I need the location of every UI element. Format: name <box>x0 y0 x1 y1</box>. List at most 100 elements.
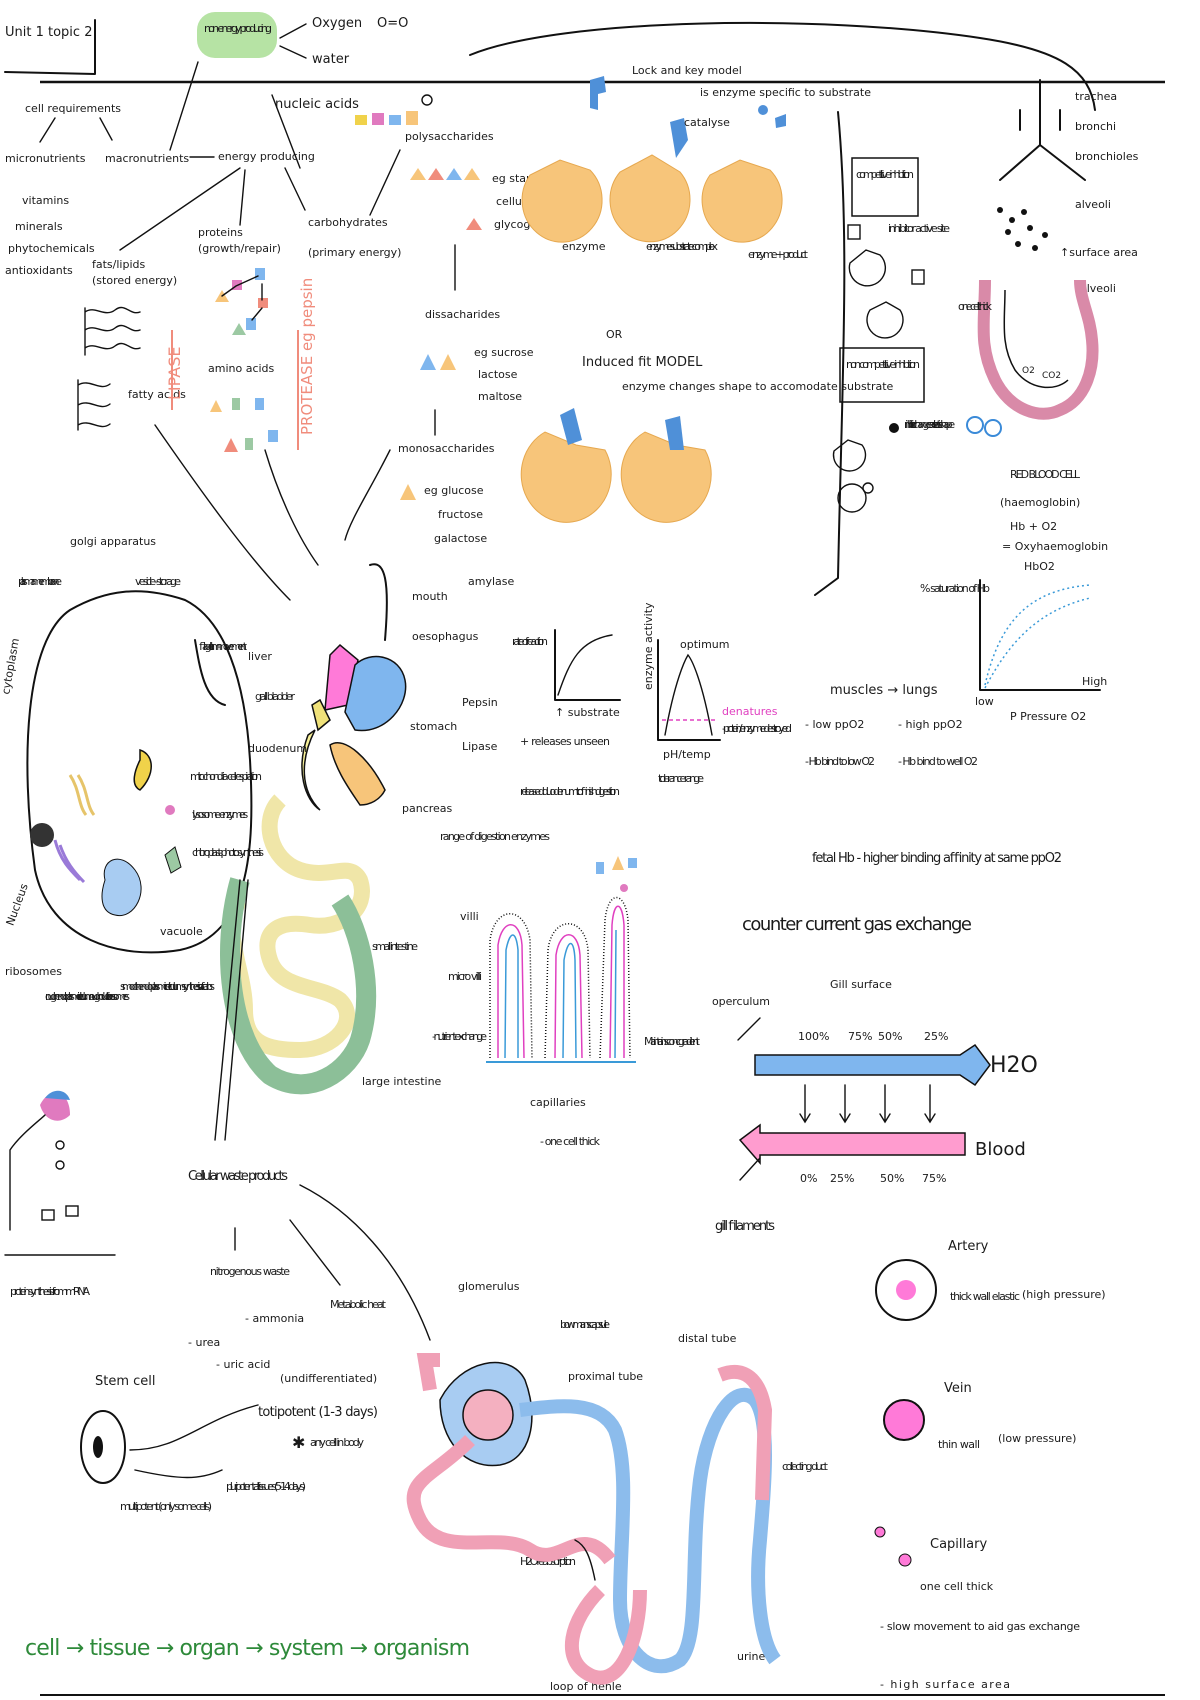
urea-label: - urea <box>188 1336 220 1349</box>
gall-bladder-label: gall bladder <box>255 690 295 703</box>
distal-vessel-pink <box>717 1364 773 1501</box>
carbs-label: carbohydrates <box>308 216 388 229</box>
mitochondria-label: mitochondria - cell respiration <box>190 770 262 783</box>
monosaccharides-label: monosaccharides <box>398 442 495 455</box>
waste-section: Cellular waste products nitrogenous wast… <box>188 1169 431 1371</box>
mouth-outline <box>369 563 388 641</box>
competitive-box <box>851 157 919 217</box>
waste-to-kidney-arrow <box>299 1184 431 1341</box>
activity-axis-label: enzyme activity <box>642 602 655 690</box>
rate-curve <box>557 634 613 696</box>
di-example: maltose <box>478 390 522 403</box>
blood-pct: 75% <box>922 1172 946 1185</box>
totipotent-label: totipotent (1-3 days) <box>258 1405 378 1420</box>
title-box <box>4 19 96 75</box>
large-intestine-label: large intestine <box>362 1075 442 1088</box>
di-example: lactose <box>478 368 518 381</box>
vein-pressure: (low pressure) <box>998 1432 1076 1445</box>
multipotent-label: multipotent (only some cells) <box>120 1500 212 1513</box>
muscle-point: - low ppO2 <box>805 718 864 731</box>
diffusion-arrows <box>799 1084 936 1124</box>
duodenum-label: duodenum <box>248 742 307 755</box>
ammonia-label: - ammonia <box>245 1312 304 1325</box>
optimum-label: optimum <box>680 638 729 651</box>
artery-label: Artery <box>948 1239 989 1254</box>
h2o-arrow <box>574 1539 596 1581</box>
water-pct: 50% <box>878 1030 902 1043</box>
unit-title: Unit 1 topic 2 <box>5 25 92 40</box>
amino-acids-label: amino acids <box>208 362 275 375</box>
stem-section: Stem cell (undifferentiated) totipotent … <box>80 1372 378 1513</box>
vesicle-label: vesicle - storage <box>135 575 181 588</box>
trachea-tree <box>999 79 1086 181</box>
polysaccharides-label: polysaccharides <box>405 130 494 143</box>
oxy-label: = Oxyhaemoglobin <box>1002 540 1108 553</box>
villi-section: villi micro villi - nutrient exchange ca… <box>432 856 701 1148</box>
activity-axes <box>657 639 721 741</box>
gill-filaments-label: gill filaments <box>715 1219 775 1234</box>
denatures-note: - protein/enzyme destroyed <box>722 722 792 735</box>
es-complex-label: enzyme substrate complex <box>646 240 718 253</box>
vacuole-label: vacuole <box>160 925 203 938</box>
chloroplast-label: chloroplast - photosynthesis <box>192 846 264 859</box>
nucleus-icon <box>30 823 54 847</box>
uric-acid-label: - uric acid <box>216 1358 270 1371</box>
catalyse-label: catalyse <box>684 116 730 129</box>
mono-example: galactose <box>434 532 487 545</box>
transport-section: muscles → lungs - low ppO2 - Hb bind to … <box>805 683 1062 866</box>
nucleus-label: Nucleus <box>4 882 31 928</box>
digestive-section: mouth amylase oesophagus liver gall blad… <box>214 563 620 1141</box>
stomach-icon <box>344 655 407 732</box>
lock-key-title: Lock and key model <box>632 64 742 77</box>
pancreas-icon <box>329 742 386 806</box>
ph-temp-label: pH/temp <box>663 748 711 761</box>
tolerance-label: tolerance range <box>658 772 704 785</box>
artery-pressure: (high pressure) <box>1022 1288 1106 1301</box>
muscles-lungs-label: muscles → lungs <box>830 683 938 698</box>
fats-label: fats/lipids <box>92 258 145 271</box>
respiratory-section: trachea bronchi bronchioles alveoli ↑sur… <box>920 79 1139 723</box>
disaccharides-label: dissacharides <box>425 308 500 321</box>
water-pct: 75% <box>848 1030 872 1043</box>
denatures-label: denatures <box>722 705 778 718</box>
protein-synthesis-label: protein synthesis from mRNA <box>10 1285 90 1298</box>
amino-acid-icons <box>210 398 278 452</box>
mitochondria-icon <box>133 748 152 791</box>
monosaccharide-icon <box>400 484 416 500</box>
pancreas-label: pancreas <box>402 802 453 815</box>
h2o-label: H2O <box>990 1053 1038 1078</box>
duodenum-icon <box>301 729 321 811</box>
blood-arrow-icon <box>738 1123 966 1166</box>
operculum-label: operculum <box>712 995 770 1008</box>
micro-item: antioxidants <box>5 264 73 277</box>
amylase-label: amylase <box>468 575 514 588</box>
substrate-label: ↑ substrate <box>555 706 620 719</box>
capillary-note: one cell thick <box>920 1580 994 1593</box>
collecting-label: collecting duct <box>782 1460 829 1473</box>
carbs-note: (primary energy) <box>308 246 401 259</box>
villi-capillaries-blue <box>504 929 617 1059</box>
substrate-icon <box>590 76 606 110</box>
hierarchy-label: cell → tissue → organ → system → organis… <box>25 1636 470 1661</box>
flagellum-icon <box>194 639 226 706</box>
distal-label: distal tube <box>678 1332 737 1345</box>
inhibitor-dot-icon <box>889 423 899 433</box>
enzyme-section: Lock and key model is enzyme specific to… <box>520 64 955 596</box>
micro-villi-label: micro villi <box>448 970 482 983</box>
nucleotide-chain-icon <box>355 94 433 125</box>
alveoli-label: alveoli <box>1075 198 1111 211</box>
header: Unit 1 topic 2 non-energy producing Oxyg… <box>4 12 1165 125</box>
hb-o2-label: Hb + O2 <box>1010 520 1057 533</box>
oxygen-label: Oxygen <box>312 16 362 31</box>
blood-pct-labels: 0% 25% 50% 75% <box>800 1172 946 1185</box>
capillaries-note: - one cell thick <box>540 1135 601 1148</box>
villi-capillaries-pink <box>497 905 625 1059</box>
top-connector <box>469 21 1096 111</box>
stem-cell-icon <box>80 1410 126 1484</box>
vessels-section: Artery thick wall elastic (high pressure… <box>874 1239 1106 1691</box>
nutrition-section: cell requirements micronutrients vitamin… <box>5 61 544 601</box>
urine-label: urine <box>737 1650 766 1663</box>
non-energy-highlight <box>197 12 277 58</box>
mono-example: fructose <box>438 508 483 521</box>
